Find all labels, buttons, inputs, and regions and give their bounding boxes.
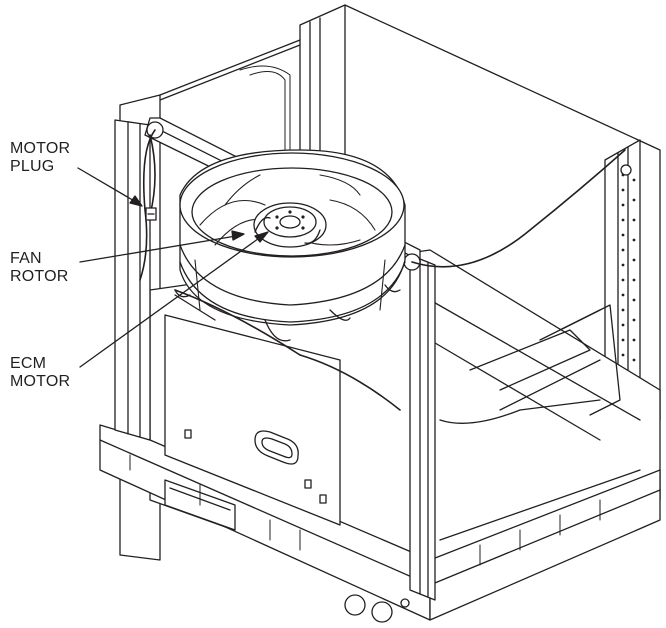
front-panel bbox=[164, 314, 341, 526]
fan-rotor-label: FAN ROTOR bbox=[10, 250, 68, 286]
wire-harness bbox=[139, 129, 626, 411]
center-post bbox=[409, 254, 436, 601]
motor-plug-label-line1: MOTOR bbox=[10, 140, 71, 157]
fan-brackets bbox=[174, 284, 401, 342]
motor-plug-label: MOTOR PLUG bbox=[10, 140, 70, 176]
ecm-motor-label-line1: ECM bbox=[10, 355, 47, 372]
motor-plug-label-line2: PLUG bbox=[10, 158, 55, 175]
ecm-motor-label: ECM MOTOR bbox=[10, 355, 70, 391]
callout-leaders bbox=[77, 167, 269, 368]
fan-rotor-label-line2: ROTOR bbox=[10, 268, 69, 285]
fan-rotor-label-line1: FAN bbox=[10, 250, 42, 267]
ecm-motor-hub bbox=[253, 202, 327, 248]
ecm-motor-label-line2: MOTOR bbox=[10, 373, 71, 390]
skid-front bbox=[99, 424, 661, 623]
motor-plug-connector bbox=[145, 207, 157, 221]
